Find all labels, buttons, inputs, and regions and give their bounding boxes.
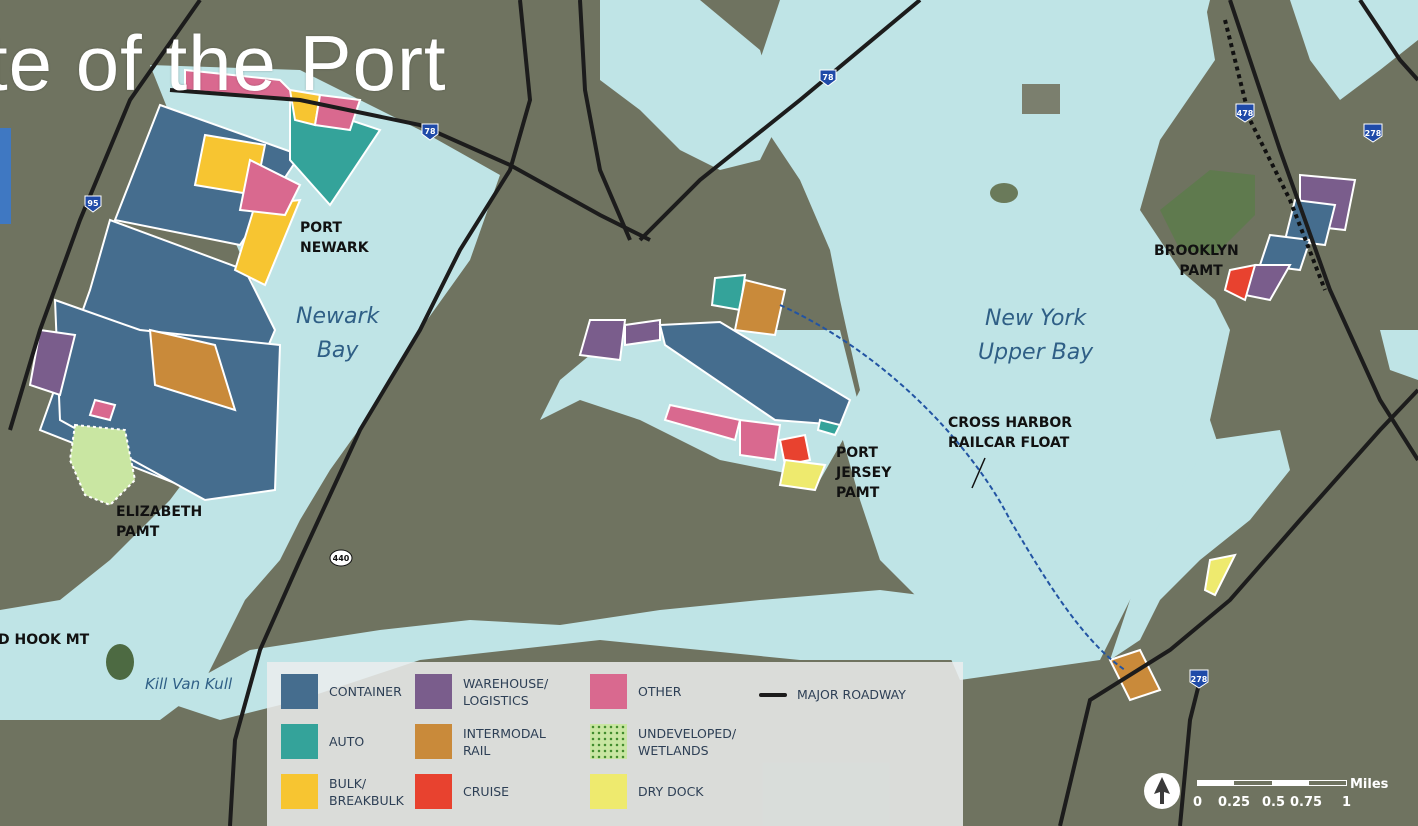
legend-swatch-other	[590, 674, 627, 709]
legend-label: AUTO	[329, 734, 365, 749]
legend-swatch-warehouse	[415, 674, 452, 709]
intermodal-elizabeth	[148, 328, 237, 412]
label-port-jersey: PORT JERSEY PAMT	[836, 445, 892, 501]
other-pj	[663, 403, 742, 442]
label-upper-bay: New York Upper Bay	[978, 306, 1094, 365]
scale-tick: 1	[1342, 795, 1352, 810]
brooklyn-bridge-tunnel	[1223, 19, 1327, 291]
warehouse-pj	[578, 319, 627, 362]
label-newark-bay: Newark Bay	[296, 304, 380, 363]
legend-label: OTHER	[638, 684, 682, 699]
legend-label: CRUISE	[463, 784, 510, 799]
side-tab	[0, 128, 11, 224]
legend-swatch-auto	[281, 724, 318, 759]
cruise-pj	[778, 433, 812, 467]
shield-icon: 440	[329, 549, 353, 567]
legend-label: CONTAINER	[329, 684, 402, 699]
shield-icon: 478	[1235, 103, 1255, 123]
shield-number: 440	[333, 554, 350, 563]
cross-harbor-float-line	[779, 304, 1126, 671]
shield-icon: 278	[1363, 123, 1383, 143]
container-elizabeth-south	[53, 298, 282, 502]
legend-label: UNDEVELOPED/WETLANDS	[638, 726, 737, 758]
legend-swatch-container	[281, 674, 318, 709]
intermodal-pj	[733, 278, 787, 337]
scale-tick: 0.25	[1218, 795, 1251, 810]
roadway-swatch	[759, 693, 787, 697]
islands	[106, 84, 1255, 680]
legend-swatch-bulk	[281, 774, 318, 809]
drydock-pj	[778, 458, 827, 492]
label-port-newark: PORT NEWARK	[300, 220, 369, 256]
shield-icon: 278	[1189, 669, 1209, 689]
north-arrow-icon	[1144, 773, 1180, 809]
label-cross-harbor: CROSS HARBOR RAILCAR FLOAT	[948, 415, 1073, 451]
legend-label: DRY DOCK	[638, 784, 704, 799]
legend: CONTAINER AUTO BULK/BREAKBULK WAREHOUSE/LOG…	[267, 662, 963, 826]
other-1	[238, 158, 302, 217]
highway-shields: 78 78 95 478 278 278 440	[84, 69, 1383, 689]
legend-swatch-intermodal	[415, 724, 452, 759]
shield-number: 278	[1191, 675, 1208, 684]
label-elizabeth: ELIZABETH PAMT	[116, 504, 203, 540]
scale-unit: Miles	[1350, 777, 1389, 792]
other-pj-2	[739, 418, 782, 462]
legend-label: BULK/BREAKBULK	[329, 776, 404, 808]
scale-bar	[1197, 778, 1347, 788]
other-elizabeth	[88, 398, 117, 422]
page-title: te of the Port	[0, 19, 447, 107]
shield-icon: 95	[84, 195, 102, 213]
shield-number: 78	[424, 127, 436, 136]
warehouse-elizabeth	[28, 328, 77, 397]
legend-label: WAREHOUSE/LOGISTICS	[463, 676, 549, 708]
legend-swatch-drydock	[590, 774, 627, 809]
legend-swatch-cruise	[415, 774, 452, 809]
shield-number: 95	[87, 199, 99, 208]
label-red-hook: D HOOK MT	[0, 632, 90, 648]
scale-tick: 0	[1193, 795, 1203, 810]
shield-icon: 78	[819, 69, 837, 87]
terminals-newark	[28, 68, 382, 507]
wetlands-elizabeth	[68, 423, 137, 507]
terminals-brooklyn	[1108, 173, 1357, 702]
warehouse-pj-2	[624, 318, 661, 347]
scale-tick: 0.75	[1290, 795, 1323, 810]
shield-number: 78	[822, 73, 834, 82]
major-roads	[8, 0, 1418, 826]
shield-number: 478	[1237, 109, 1254, 118]
terminals-port-jersey	[578, 273, 852, 492]
shield-number: 278	[1365, 129, 1382, 138]
shield-icon: 78	[421, 123, 439, 141]
auto-pj-2	[816, 418, 842, 437]
label-brooklyn: BROOKLYN PAMT	[1154, 243, 1239, 279]
legend-swatch-undeveloped	[590, 724, 627, 759]
label-kill-van-kull: Kill Van Kull	[145, 675, 233, 693]
governors-island	[1160, 170, 1255, 255]
cross-harbor-leader	[971, 457, 986, 489]
scale-tick: 0.5	[1262, 795, 1286, 810]
